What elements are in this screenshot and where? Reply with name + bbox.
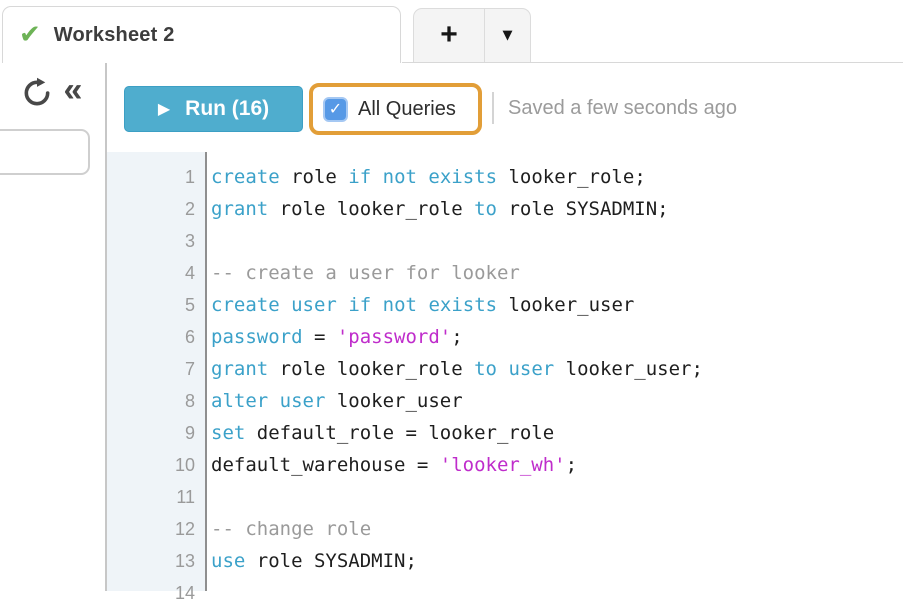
code-text: use role SYSADMIN;	[211, 550, 417, 572]
code-line[interactable]: 9 set default_role = looker_role	[107, 417, 903, 449]
all-queries-checkbox[interactable]: ✓	[323, 96, 348, 122]
refresh-icon	[24, 77, 50, 106]
check-icon: ✔	[19, 20, 41, 50]
all-queries-label[interactable]: All Queries	[358, 97, 456, 120]
code-line[interactable]: 5 create user if not exists looker_user	[107, 289, 903, 321]
line-number: 9	[184, 422, 195, 443]
all-queries-highlight: ✓ All Queries	[309, 83, 482, 135]
line-number: 11	[176, 486, 195, 507]
code-text: grant role looker_role to role SYSADMIN;	[211, 198, 669, 220]
code-line[interactable]: 10 default_warehouse = 'looker_wh';	[107, 449, 903, 481]
tab-actions-group: + ▼	[413, 8, 531, 62]
code-line[interactable]: 11	[107, 481, 903, 513]
sidebar-search-input[interactable]	[0, 129, 90, 175]
line-number: 8	[184, 390, 195, 411]
line-number: 10	[174, 454, 195, 475]
code-line[interactable]: 12 -- change role	[107, 513, 903, 545]
new-worksheet-button[interactable]: +	[414, 9, 485, 62]
line-number: 13	[174, 550, 195, 571]
plus-icon: +	[440, 17, 458, 51]
code-text: -- change role	[211, 518, 372, 540]
line-number-gutter	[107, 152, 205, 591]
code-text: create user if not exists looker_user	[211, 294, 635, 316]
refresh-button[interactable]	[21, 77, 53, 109]
code-text: set default_role = looker_role	[211, 422, 555, 444]
sidebar-editor-divider	[105, 62, 107, 591]
code-line[interactable]: 14	[107, 577, 903, 609]
line-number: 7	[184, 358, 195, 379]
code-line[interactable]: 13 use role SYSADMIN;	[107, 545, 903, 577]
tab-label: Worksheet 2	[53, 23, 175, 46]
line-number: 6	[184, 326, 195, 347]
line-number: 4	[184, 262, 195, 283]
code-line[interactable]: 8 alter user looker_user	[107, 385, 903, 417]
code-text: create role if not exists looker_role;	[211, 166, 646, 188]
line-number: 1	[184, 166, 195, 187]
collapse-sidebar-button[interactable]: «	[56, 70, 90, 110]
double-chevron-left-icon: «	[63, 71, 83, 109]
tabbar-bottom-border	[402, 62, 903, 63]
line-number: 3	[184, 230, 195, 251]
code-text: default_warehouse = 'looker_wh';	[211, 454, 578, 476]
line-number: 5	[184, 294, 195, 315]
line-number: 12	[174, 518, 195, 539]
code-line[interactable]: 7 grant role looker_role to user looker_u…	[107, 353, 903, 385]
caret-down-icon: ▼	[502, 28, 513, 43]
line-number: 14	[174, 582, 195, 603]
code-text: grant role looker_role to user looker_us…	[211, 358, 703, 380]
save-status-text: Saved a few seconds ago	[508, 97, 738, 119]
code-line[interactable]: 6 password = 'password';	[107, 321, 903, 353]
gutter-border	[205, 152, 207, 591]
code-text: password = 'password';	[211, 326, 463, 348]
code-text: alter user looker_user	[211, 390, 463, 412]
code-line[interactable]: 2 grant role looker_role to role SYSADMIN…	[107, 193, 903, 225]
line-number: 2	[184, 198, 195, 219]
tab-worksheet-2[interactable]: ✔ Worksheet 2	[2, 6, 401, 63]
play-icon: ▶	[157, 99, 171, 118]
worksheet-menu-button[interactable]: ▼	[485, 9, 530, 62]
checkmark-icon: ✓	[328, 99, 343, 118]
worksheet-app: { "tab_bar": { "active_tab": { "label": …	[0, 6, 903, 603]
run-button[interactable]: ▶ Run (16)	[124, 86, 303, 132]
code-line[interactable]: 3	[107, 225, 903, 257]
run-button-label: Run (16)	[185, 97, 270, 120]
toolbar-separator	[492, 92, 494, 124]
code-lines[interactable]: 1 create role if not exists looker_role; 2…	[107, 161, 903, 609]
code-line[interactable]: 4 -- create a user for looker	[107, 257, 903, 289]
code-line[interactable]: 1 create role if not exists looker_role;	[107, 161, 903, 193]
code-text: -- create a user for looker	[211, 262, 520, 284]
